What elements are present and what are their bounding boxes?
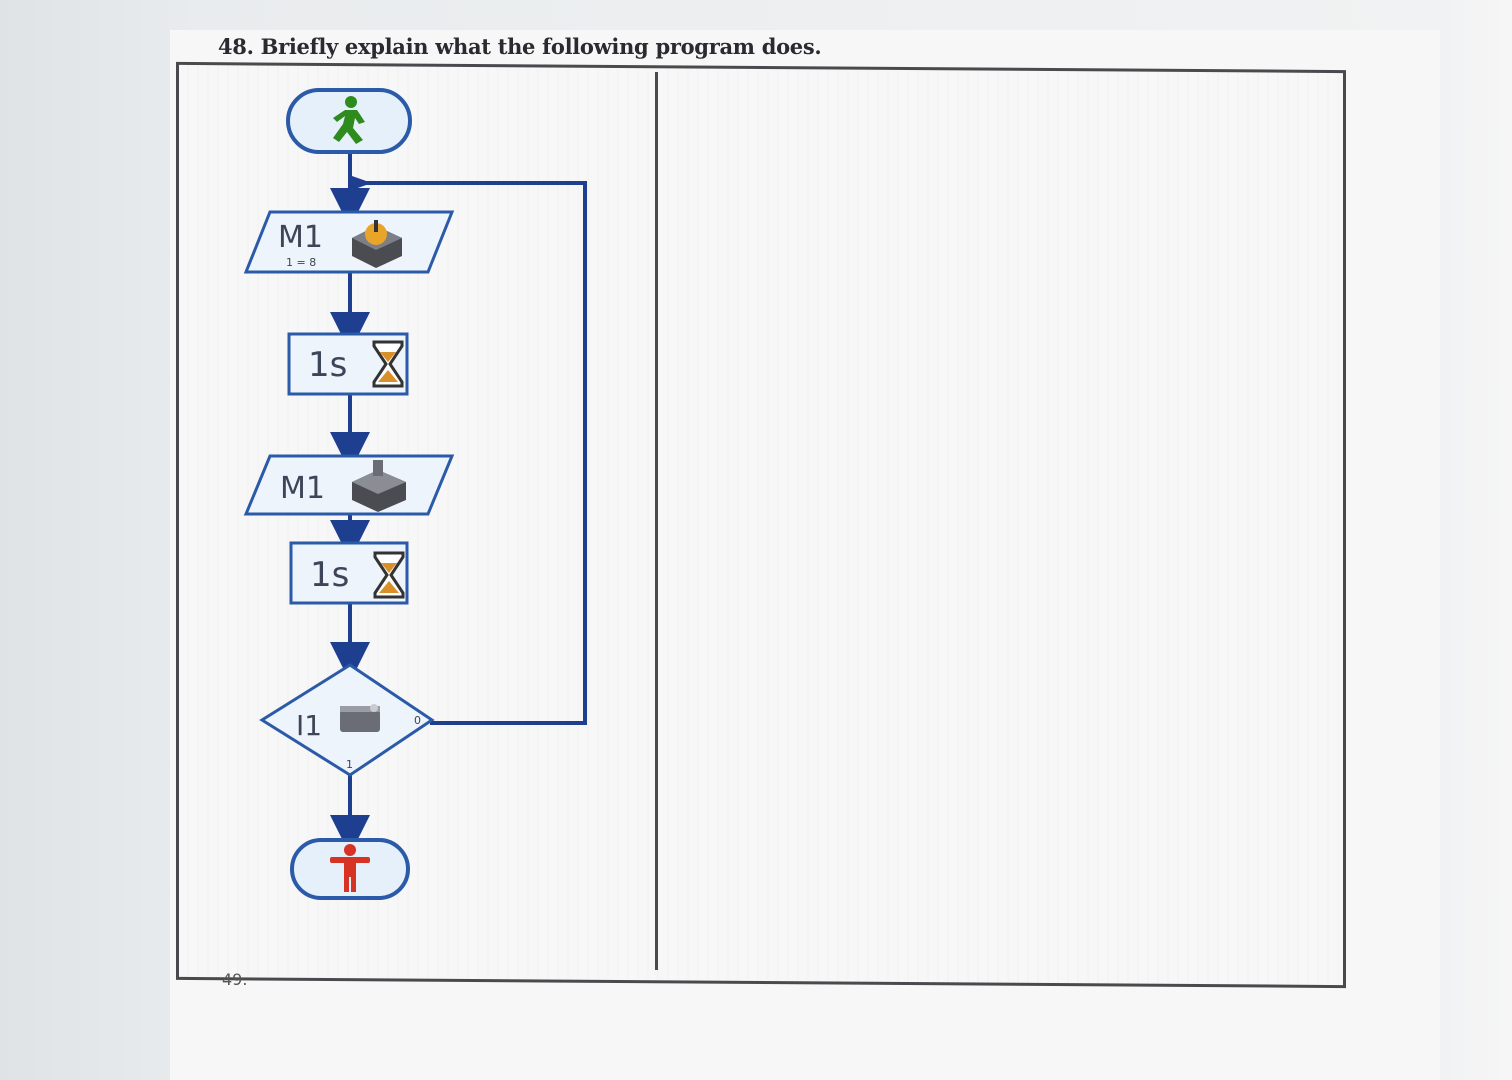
loop-junction-arrow — [352, 176, 372, 190]
flow-connectors — [330, 152, 587, 855]
loop-back-connector — [352, 181, 587, 725]
wait-block-2: 1s — [289, 541, 409, 605]
motor-icon — [352, 460, 406, 512]
stop-block — [290, 838, 410, 900]
motor-off-label: M1 — [280, 471, 325, 506]
motor-on-sub-label: 1 = 8 — [286, 256, 316, 269]
switch-icon — [340, 704, 380, 732]
question-title: 48. Briefly explain what the following p… — [218, 34, 822, 59]
start-running-man-icon — [333, 96, 365, 144]
motor-on-label: M1 — [278, 220, 323, 255]
branch-label: I1 — [296, 709, 322, 742]
wait-block-1: 1s — [287, 332, 409, 396]
stop-man-icon — [330, 844, 370, 892]
hourglass-icon — [373, 551, 405, 599]
branch-block: I1 0 1 — [259, 663, 435, 777]
next-question-number: 49. — [222, 970, 248, 989]
wait-2-label: 1s — [310, 555, 349, 595]
frame-divider — [655, 72, 658, 970]
motor-on-block: M1 1 = 8 — [243, 210, 455, 274]
start-block — [286, 88, 412, 154]
motor-off-block: M1 — [243, 454, 455, 516]
branch-true-label: 1 — [346, 758, 353, 771]
motor-icon — [352, 220, 402, 268]
branch-false-label: 0 — [414, 714, 421, 727]
hourglass-icon — [372, 340, 404, 388]
wait-1-label: 1s — [308, 345, 347, 385]
